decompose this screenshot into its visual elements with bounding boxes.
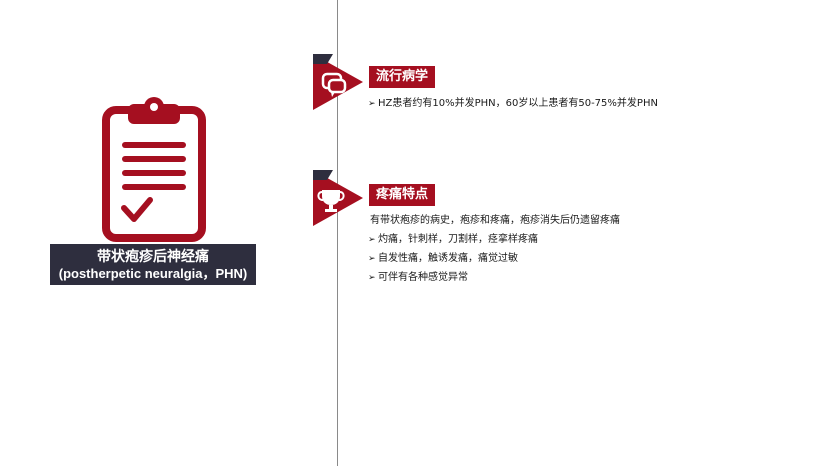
title-chinese: 带状疱疹后神经痛 [97, 248, 209, 264]
bullet-item: ➢HZ患者约有10%并发PHN，60岁以上患者有50-75%并发PHN [368, 97, 658, 111]
bullet-text: 可伴有各种感觉异常 [378, 272, 468, 283]
bullet-item: ➢自发性痛，触诱发痛，痛觉过敏 [368, 252, 518, 266]
bullet-text: 自发性痛，触诱发痛，痛觉过敏 [378, 253, 518, 264]
title-english: (postherpetic neuralgia，PHN) [58, 266, 248, 281]
bullet-arrow-icon: ➢ [368, 235, 376, 245]
bullet-item: ➢灼痛，针刺样，刀割样，痉挛样疼痛 [368, 233, 538, 247]
trophy-icon [313, 170, 363, 226]
vertical-divider [337, 0, 338, 466]
bullet-arrow-icon: ➢ [368, 273, 376, 283]
clipboard-check-icon [102, 97, 206, 242]
bullet-arrow-icon: ➢ [368, 99, 376, 109]
bullet-text: 灼痛，针刺样，刀割样，痉挛样疼痛 [378, 234, 538, 245]
speech-bubbles-icon [313, 54, 363, 110]
bullet-item: ➢可伴有各种感觉异常 [368, 271, 468, 285]
section-heading-epidemiology: 流行病学 [369, 66, 436, 88]
bullet-arrow-icon: ➢ [368, 254, 376, 264]
title-box: 带状疱疹后神经痛 (postherpetic neuralgia，PHN) [50, 244, 256, 285]
section-heading-pain-features: 疼痛特点 [369, 184, 436, 206]
bullet-text: HZ患者约有10%并发PHN，60岁以上患者有50-75%并发PHN [378, 98, 658, 109]
section-intro-text: 有带状疱疹的病史，疱疹和疼痛，疱疹消失后仍遗留疼痛 [370, 215, 620, 226]
